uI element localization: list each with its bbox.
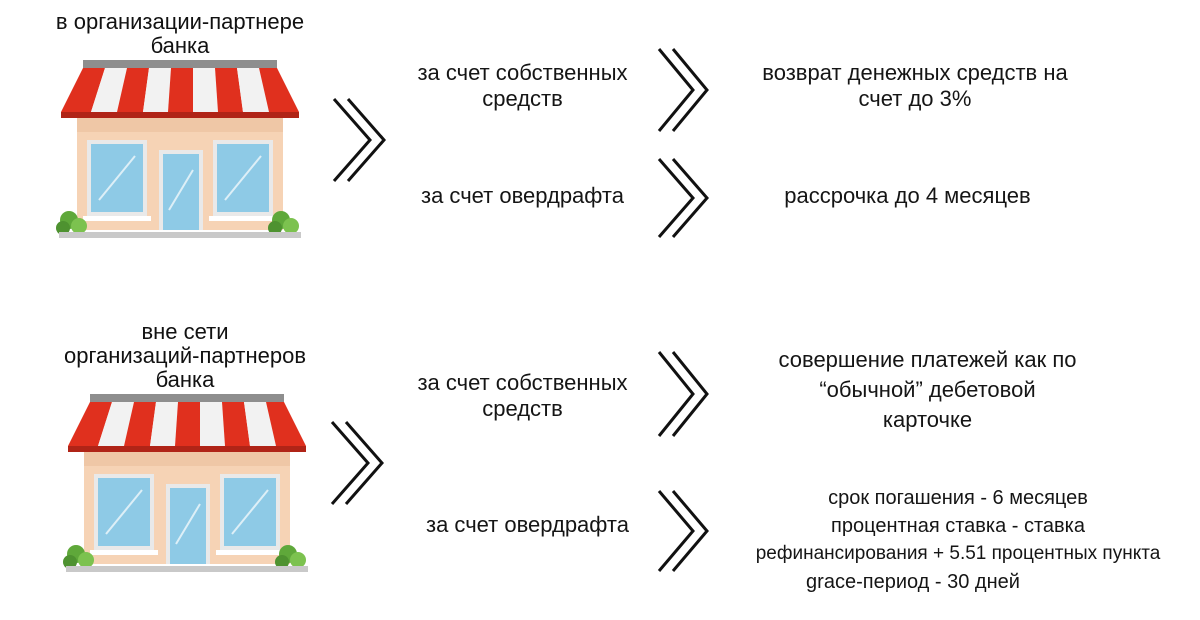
source-line: за счет собственных — [417, 60, 628, 85]
result-installment: рассрочка до 4 месяцев — [715, 183, 1100, 209]
source-overdraft: за счет овердрафта — [395, 512, 660, 538]
result-line: карточке — [882, 407, 973, 432]
double-chevron-right-icon — [657, 48, 709, 132]
source-line: средств — [482, 396, 563, 421]
double-chevron-right-icon — [657, 158, 709, 238]
result-line: совершение платежей как по — [778, 347, 1077, 372]
result-line: процентная ставка - ставка — [831, 515, 1085, 537]
storefront-icon — [63, 394, 308, 572]
result-cashback: возврат денежных средств на счет до 3% — [715, 60, 1115, 112]
section-title-line: банка — [150, 33, 210, 58]
source-own-funds: за счет собственных средств — [390, 370, 655, 422]
result-line: “обычной” дебетовой — [819, 377, 1036, 402]
result-debit-payments: совершение платежей как по “обычной” деб… — [715, 345, 1140, 435]
source-line: средств — [482, 86, 563, 111]
double-chevron-right-icon — [657, 490, 709, 572]
source-line: за счет овердрафта — [426, 512, 629, 537]
result-line: рефинансирования + 5.51 процентных пункт… — [755, 543, 1161, 564]
result-line: возврат денежных средств на — [762, 60, 1068, 85]
result-line: счет до 3% — [858, 86, 972, 111]
double-chevron-right-icon — [332, 98, 386, 182]
result-line: рассрочка до 4 месяцев — [784, 183, 1031, 208]
storefront-icon — [56, 60, 301, 238]
source-own-funds: за счет собственных средств — [390, 60, 655, 112]
double-chevron-right-icon — [657, 351, 709, 437]
source-overdraft: за счет овердрафта — [390, 183, 655, 209]
section-title-line: вне сети — [141, 319, 229, 344]
result-line: срок погашения - 6 месяцев — [828, 487, 1088, 509]
source-line: за счет овердрафта — [421, 183, 624, 208]
result-line: grace-период - 30 дней — [806, 571, 1020, 593]
source-line: за счет собственных — [417, 370, 628, 395]
section-title-line: организаций-партнеров — [63, 343, 307, 368]
section-title-line: банка — [155, 367, 215, 392]
section-title: вне сети организаций-партнеров банка — [20, 320, 350, 392]
section-title-line: в организации-партнере — [55, 9, 305, 34]
double-chevron-right-icon — [330, 421, 384, 505]
result-credit-terms: срок погашения - 6 месяцев процентная ст… — [718, 484, 1198, 596]
section-title: в организации-партнере банка — [20, 10, 340, 58]
